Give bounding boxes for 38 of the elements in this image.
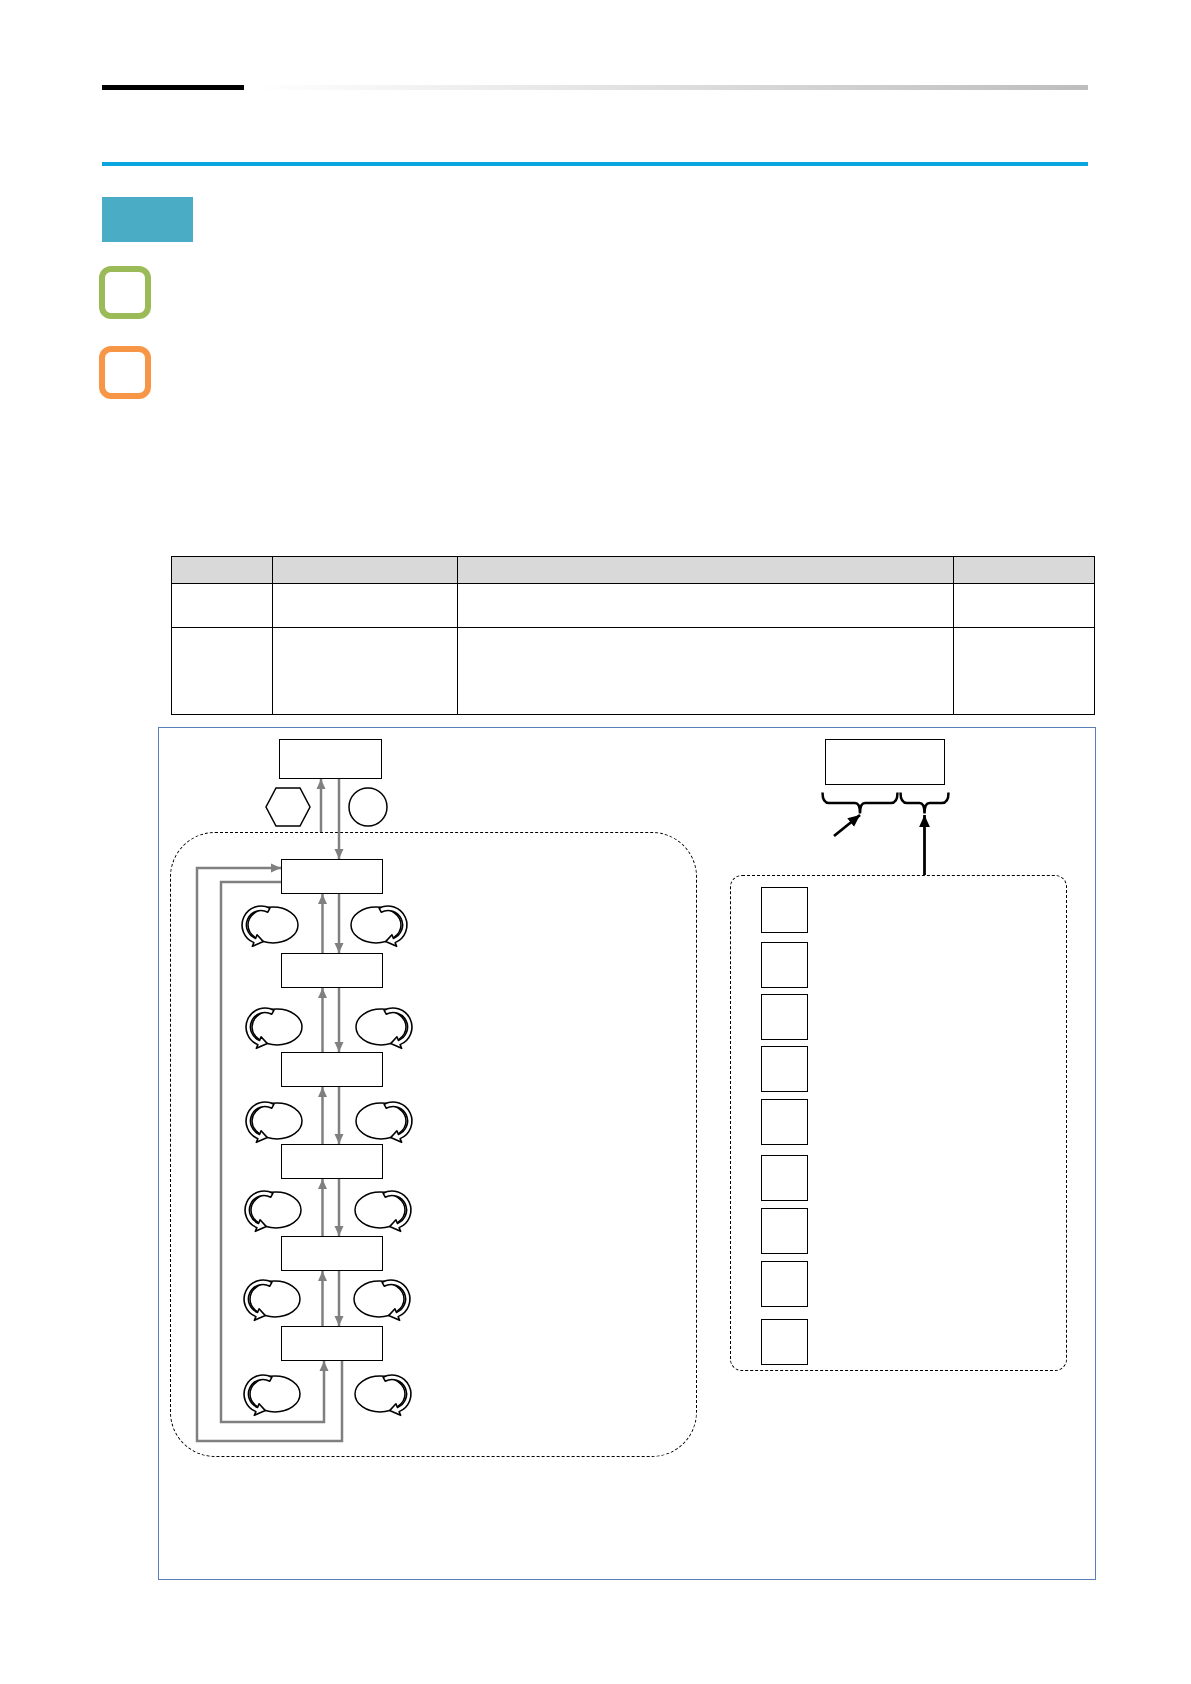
arrow xyxy=(318,988,327,1052)
arrow xyxy=(334,894,344,953)
square-box xyxy=(760,1154,808,1201)
state-box xyxy=(280,858,383,894)
arrow xyxy=(318,1087,327,1144)
square-box xyxy=(760,1318,808,1365)
dashed-group-frame xyxy=(170,832,697,1457)
state-box xyxy=(280,1325,383,1361)
arrow xyxy=(919,815,930,875)
arrow xyxy=(334,1271,344,1326)
arrow xyxy=(334,779,344,859)
curly-brace xyxy=(821,791,899,815)
state-box xyxy=(280,952,383,988)
square-box xyxy=(760,1207,808,1254)
dashed-group-frame xyxy=(730,875,1067,1371)
arrow xyxy=(318,894,327,953)
arrow xyxy=(334,988,344,1052)
square-box xyxy=(760,1045,808,1092)
square-box xyxy=(760,941,808,988)
square-box xyxy=(760,1260,808,1307)
arrow xyxy=(318,1271,327,1326)
heading-tab xyxy=(102,197,193,242)
rectangle-box xyxy=(825,739,945,785)
state-box xyxy=(280,1051,383,1087)
state-box xyxy=(280,1143,383,1179)
arrow xyxy=(195,863,344,1443)
arrow xyxy=(833,813,861,838)
square-box xyxy=(760,993,808,1040)
square-box xyxy=(760,1098,808,1145)
arrow xyxy=(316,779,326,832)
arrow xyxy=(318,1179,327,1236)
square-box xyxy=(760,886,808,933)
arrow xyxy=(219,880,329,1424)
state-box xyxy=(280,1235,383,1271)
arrow xyxy=(334,1179,344,1236)
arrow xyxy=(334,1087,344,1144)
curly-brace xyxy=(899,791,950,815)
state-box xyxy=(279,739,382,779)
